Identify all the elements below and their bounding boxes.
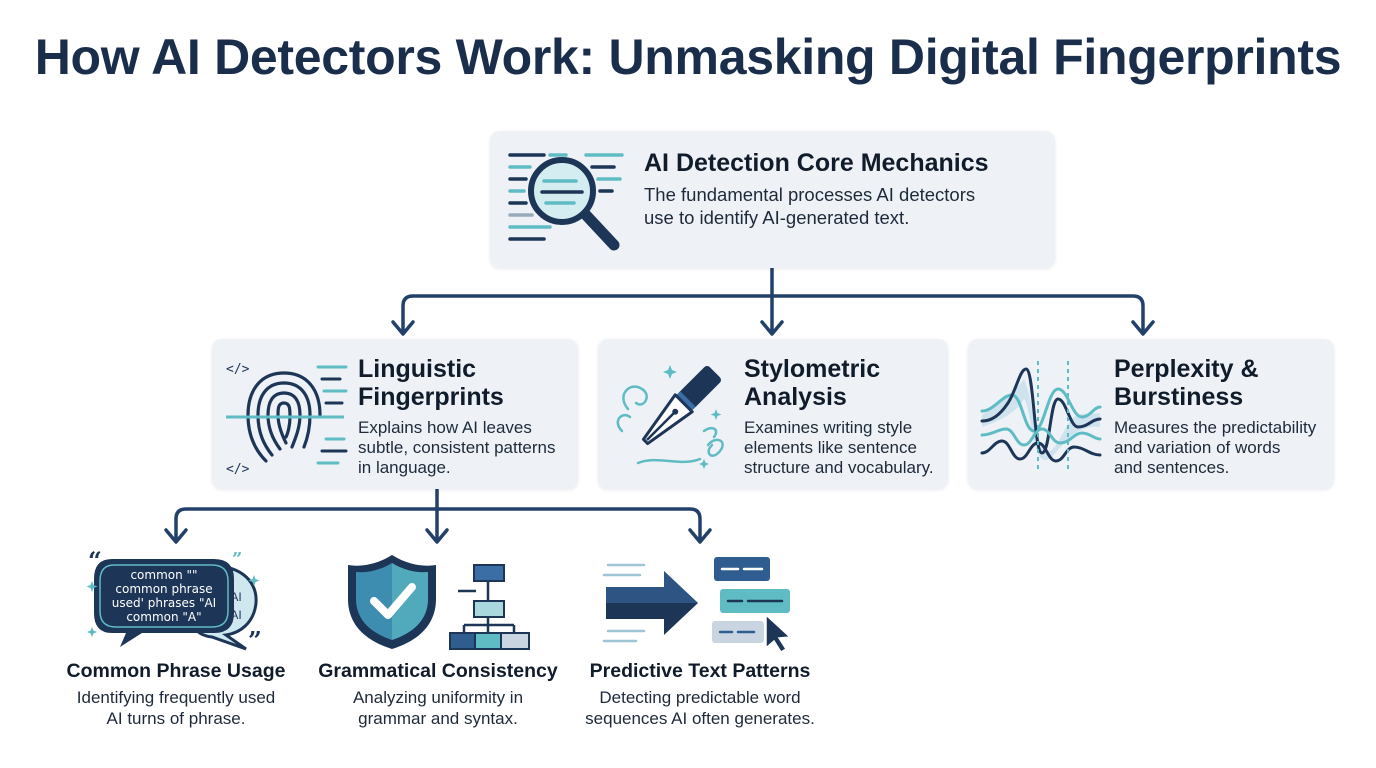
grammatical-consistency: Grammatical Consistency Analyzing unifor… [308, 545, 568, 729]
stylometric-title: Stylometric Analysis [744, 355, 881, 411]
svg-text:“: “ [88, 546, 102, 575]
code-tag-bottom: </> [226, 462, 250, 477]
predictive-description: Detecting predictable word sequences AI … [585, 688, 815, 728]
svg-text:”: ” [248, 626, 262, 653]
bubble-line-1: common "" [130, 568, 197, 582]
grammatical-title: Grammatical Consistency [318, 660, 558, 682]
core-title: AI Detection Core Mechanics [644, 149, 989, 177]
predictive-text-patterns: Predictive Text Patterns Detecting predi… [570, 545, 830, 729]
linguistic-description: Explains how AI leaves subtle, consisten… [358, 418, 556, 477]
bubble-side-text-2: AI [230, 608, 241, 622]
shield-check-icon [348, 555, 530, 650]
common-phrase-description: Identifying frequently used AI turns of … [76, 688, 276, 728]
arrow-cursor-icon [602, 557, 792, 653]
bubble-line-3: used' phrases "AI [112, 596, 216, 610]
svg-text:”: ” [232, 549, 242, 570]
speech-bubbles-icon: AI AI common "" common phrase used' phra… [86, 546, 262, 653]
bubble-line-4: common "A" [126, 610, 201, 624]
perplexity-description: Measures the predictability and variatio… [1114, 418, 1317, 477]
code-tag-top: </> [226, 362, 250, 377]
waveform-icon [980, 361, 1102, 471]
magnifying-glass-icon [508, 153, 624, 251]
common-phrase-usage: AI AI common "" common phrase used' phra… [46, 545, 306, 729]
stylometric-description: Examines writing style elements like sen… [744, 418, 934, 477]
fountain-pen-icon [616, 365, 724, 469]
page-title: How AI Detectors Work: Unmasking Digital… [34, 29, 1342, 85]
predictive-title: Predictive Text Patterns [589, 660, 811, 682]
stylometric-analysis-card: Stylometric Analysis Examines writing st… [598, 339, 948, 489]
perplexity-title: Perplexity & Burstiness [1114, 355, 1259, 411]
bubble-side-text-1: AI [230, 590, 241, 604]
core-description: The fundamental processes AI detectors u… [644, 184, 976, 228]
grammatical-description: Analyzing uniformity in grammar and synt… [352, 688, 524, 728]
bubble-line-2: common phrase [115, 582, 212, 596]
core-mechanics-card: AI Detection Core Mechanics The fundamen… [490, 131, 1055, 268]
perplexity-burstiness-card: Perplexity & Burstiness Measures the pre… [968, 339, 1334, 489]
linguistic-title: Linguistic Fingerprints [358, 355, 504, 411]
common-phrase-title: Common Phrase Usage [66, 660, 286, 682]
linguistic-fingerprints-card: </> </> Linguistic Fingerprints Explains… [212, 339, 578, 489]
fingerprint-icon: </> </> [226, 362, 348, 477]
